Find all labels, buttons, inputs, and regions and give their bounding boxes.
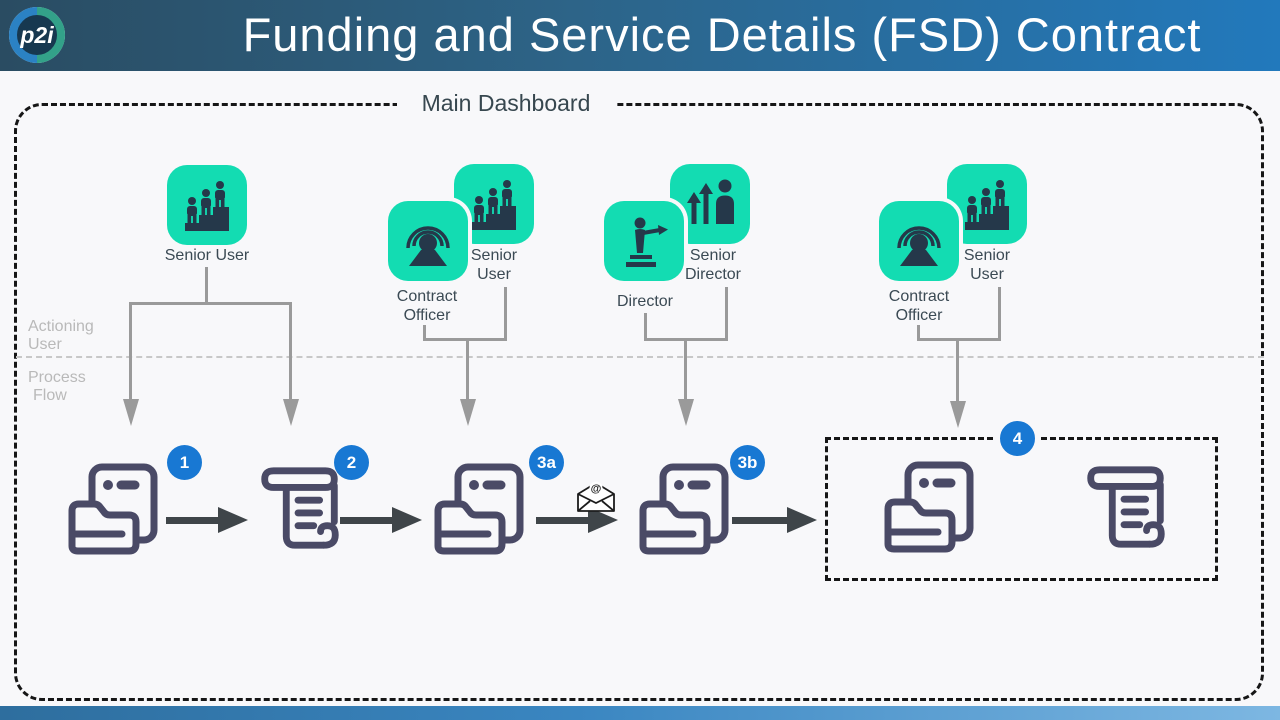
flow-arrow-3b-4-icon [732,507,817,533]
p2i-logo-icon: p2i [8,6,66,64]
g1-branch-line [129,302,292,305]
scroll-document-icon [1087,466,1165,548]
contract-officer-icon [897,226,941,266]
g2-merge-line [423,338,507,341]
lane-divider [16,356,1264,358]
g1-drop-left-line [129,302,132,400]
senior-director-label: Senior Director [684,247,741,283]
g2-stub-left-line [423,325,426,341]
step-3b-badge: 3b [730,445,765,480]
senior-user-label: Senior User [164,247,250,264]
main-dashboard-frame [14,103,1264,701]
flow-arrow-1-2-icon [166,507,248,533]
senior-user-icon [472,180,516,230]
senior-user-label: Senior User [470,247,518,283]
g3-stub-right-line [725,287,728,341]
folder-documents-icon [639,463,729,555]
g1-drop-right-line [289,302,292,400]
senior-director-icon [687,179,734,224]
g2-down-arrow-icon [460,399,476,426]
p2i-logo-svg: p2i [9,7,65,63]
step-1-badge: 1 [167,445,202,480]
g4-down-arrow-icon [950,401,966,428]
contract-officer-label: Contract Officer [396,288,458,324]
footer-bar [0,706,1280,720]
g3-drop-line [684,338,687,400]
senior-user-tile [167,165,247,245]
process-flow-lane-label: Process Flow [28,369,86,404]
page-title: Funding and Service Details (FSD) Contra… [242,8,1202,61]
envelope-at-glyph: @ [591,483,602,495]
senior-user-icon [185,181,229,231]
actioning-user-lane-label: Actioning User [28,318,94,353]
senior-user-tile [947,164,1027,244]
step-4-badge: 4 [994,415,1041,462]
step-3a-badge: 3a [529,445,564,480]
g3-down-arrow-icon [678,399,694,426]
email-envelope-icon: @ [577,481,615,512]
logo-text: p2i [19,22,54,48]
scroll-document-icon [261,467,339,549]
header-bar: p2i Funding and Service Details (FSD) Co… [0,0,1280,71]
main-dashboard-label: Main Dashboard [397,88,615,118]
g3-stub-left-line [644,313,647,341]
senior-user-label: Senior User [963,247,1011,283]
g4-merge-line [917,338,1001,341]
folder-documents-icon [68,463,158,555]
folder-documents-icon [434,463,524,555]
contract-officer-tile [879,201,959,281]
g4-stub-left-line [917,325,920,341]
g1-down-arrow-left-icon [123,399,139,426]
g2-stub-right-line [504,287,507,341]
director-tile [604,201,684,281]
g4-drop-line [956,338,959,402]
g4-stub-right-line [998,287,1001,341]
g1-down-arrow-right-icon [283,399,299,426]
director-label: Director [616,293,673,310]
contract-officer-tile [388,201,468,281]
g2-drop-line [466,338,469,400]
contract-officer-label: Contract Officer [888,288,950,324]
g1-stem-line [205,267,208,304]
step-2-badge: 2 [334,445,369,480]
senior-user-icon [965,180,1009,230]
folder-documents-icon [884,461,974,553]
contract-officer-icon [406,226,450,266]
director-icon [626,217,668,267]
flow-arrow-2-3a-icon [340,507,422,533]
